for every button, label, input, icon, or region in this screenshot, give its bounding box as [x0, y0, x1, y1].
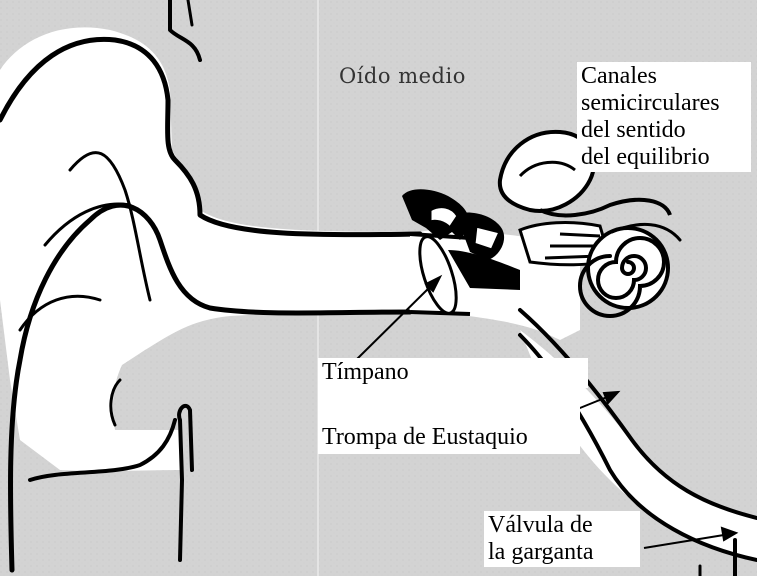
- label-valvula: Válvula de la garganta: [484, 511, 640, 567]
- diagram-title: Oído medio: [339, 64, 466, 88]
- label-timpano: Tímpano: [318, 358, 588, 388]
- label-trompa: Trompa de Eustaquio: [318, 388, 580, 454]
- label-canales: Canales semicirculares del sentido del e…: [577, 62, 751, 172]
